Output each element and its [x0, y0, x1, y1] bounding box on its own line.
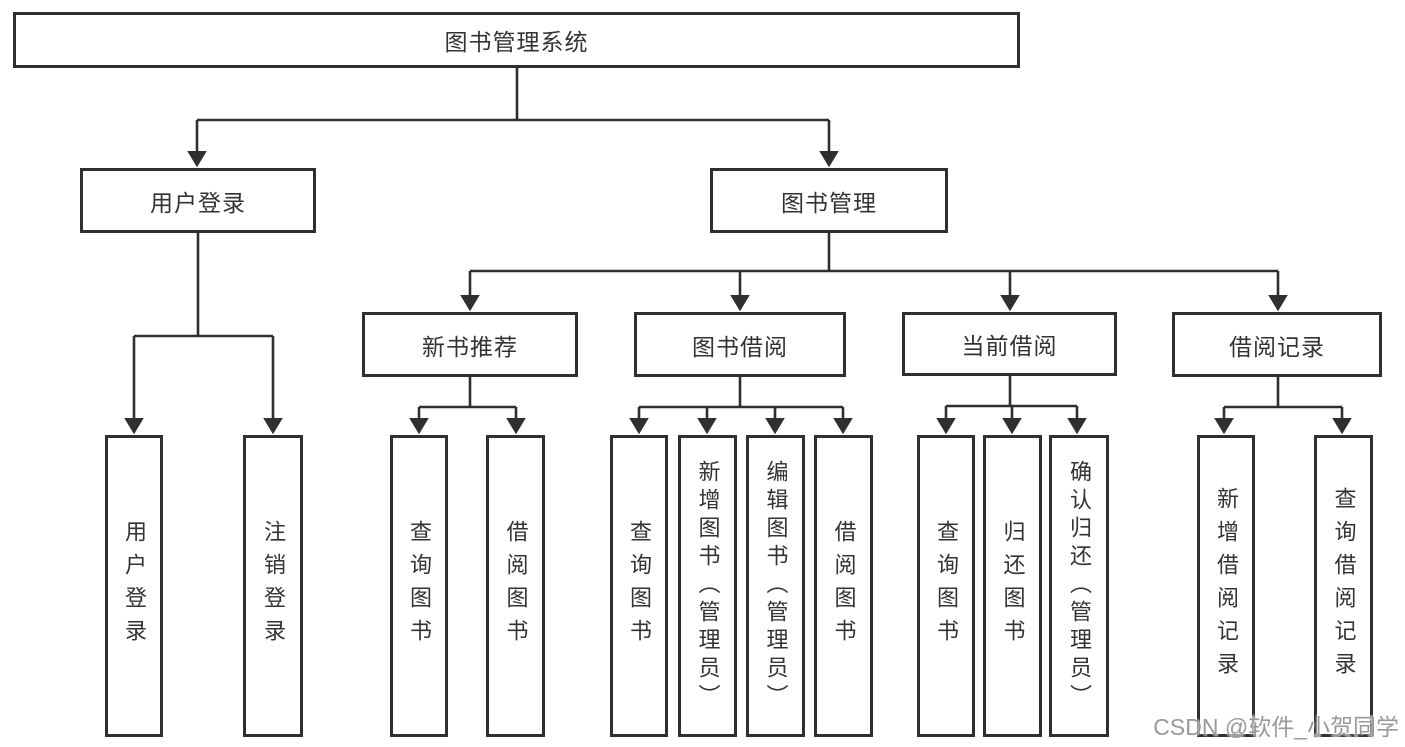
node-user-login-label: 用户登录	[150, 189, 246, 216]
node-book-borrow: 图书借阅	[634, 312, 846, 377]
node-root-label: 图书管理系统	[444, 29, 589, 55]
leaf-user-login: 用户登录	[105, 435, 163, 737]
connector-borrow-record-children	[1214, 377, 1352, 435]
connector-current-borrow-children	[936, 376, 1087, 435]
node-new-book-recommend-label: 新书推荐	[422, 333, 518, 360]
node-current-borrow-label: 当前借阅	[961, 333, 1058, 359]
node-book-management: 图书管理	[710, 168, 948, 233]
leaf-return-books: 归还图书	[983, 435, 1042, 737]
leaf-borrow-books-recommend-label: 借阅图书	[503, 520, 529, 652]
leaf-return-books-label: 归还图书	[1000, 520, 1026, 652]
leaf-query-borrow-record: 查询借阅记录	[1314, 435, 1373, 737]
leaf-user-login-label: 用户登录	[122, 520, 147, 652]
connector-root-to-branches	[187, 68, 839, 168]
leaf-add-book-admin: 新增图书（管理员）	[678, 435, 737, 737]
node-root-library-system: 图书管理系统	[13, 12, 1020, 68]
node-borrow-records-label: 借阅记录	[1229, 333, 1325, 360]
leaf-query-books-recommend: 查询图书	[390, 435, 448, 737]
leaf-query-books-recommend-label: 查询图书	[407, 520, 432, 652]
node-current-borrow: 当前借阅	[902, 312, 1117, 376]
node-user-login: 用户登录	[80, 168, 316, 233]
leaf-borrow-books-label: 借阅图书	[831, 520, 857, 652]
leaf-edit-book-admin: 编辑图书（管理员）	[746, 435, 805, 737]
leaf-confirm-return-admin-label: 确认归还（管理员）	[1067, 460, 1092, 712]
leaf-logout-label: 注销登录	[261, 520, 286, 652]
leaf-logout: 注销登录	[243, 435, 303, 737]
connector-user-login-children	[124, 233, 283, 435]
leaf-add-borrow-record-label: 新增借阅记录	[1214, 487, 1239, 685]
leaf-query-borrow-record-label: 查询借阅记录	[1331, 487, 1357, 685]
node-book-borrow-label: 图书借阅	[692, 333, 788, 360]
leaf-query-books-borrow-label: 查询图书	[627, 520, 652, 652]
leaf-add-borrow-record: 新增借阅记录	[1197, 435, 1255, 737]
node-new-book-recommend: 新书推荐	[362, 312, 578, 377]
node-book-management-label: 图书管理	[781, 189, 877, 216]
node-borrow-records: 借阅记录	[1172, 312, 1382, 377]
leaf-query-books-borrow: 查询图书	[610, 435, 668, 737]
leaf-borrow-books: 借阅图书	[814, 435, 873, 737]
leaf-query-books-current-label: 查询图书	[934, 520, 959, 652]
leaf-confirm-return-admin: 确认归还（管理员）	[1049, 435, 1109, 737]
connector-book-management-children	[460, 233, 1288, 312]
leaf-add-book-admin-label: 新增图书（管理员）	[695, 460, 721, 712]
leaf-query-books-current: 查询图书	[917, 435, 975, 737]
leaf-borrow-books-recommend: 借阅图书	[486, 435, 545, 737]
connector-new-book-children	[409, 377, 526, 435]
csdn-watermark: CSDN @软件_小贺同学	[1153, 714, 1399, 740]
connector-book-borrow-children	[629, 377, 853, 435]
leaf-edit-book-admin-label: 编辑图书（管理员）	[763, 460, 789, 712]
